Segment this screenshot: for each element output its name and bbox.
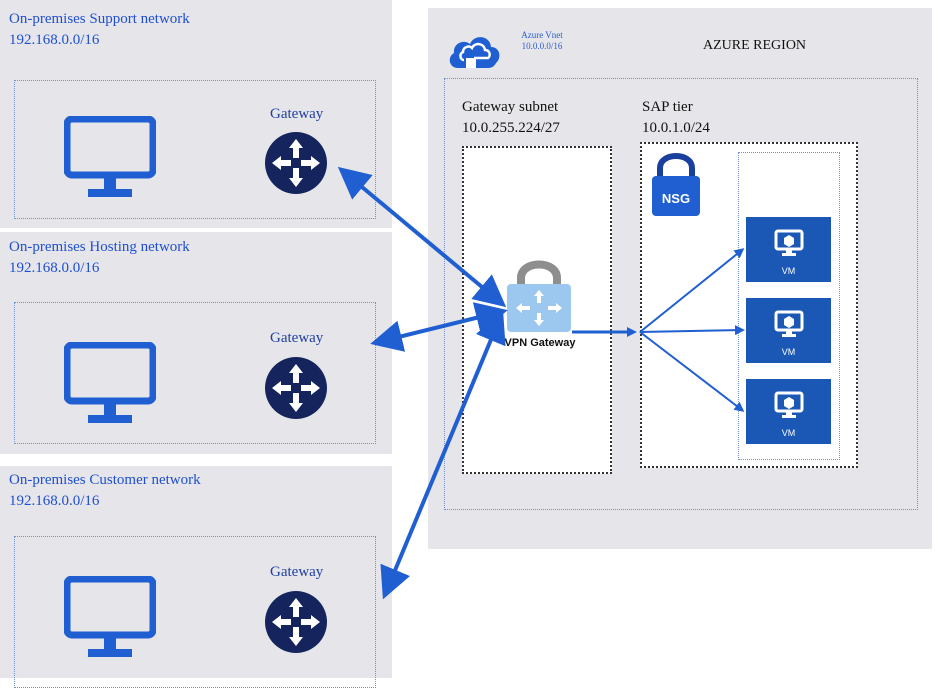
vpn-gateway-label: VPN Gateway: [504, 337, 576, 349]
azure-region-title: AZURE REGION: [703, 38, 807, 53]
vm-tile-3[interactable]: VM: [746, 379, 831, 444]
onprem-support-inner: [14, 80, 376, 219]
router-icon: [265, 132, 327, 194]
vm-label: VM: [781, 428, 796, 438]
nsg-lock-icon: [652, 153, 700, 216]
vm-label: VM: [781, 266, 796, 276]
sap-tier-title: SAP tier: [642, 99, 693, 115]
vm-tile-1[interactable]: VM: [746, 217, 831, 282]
monitor-icon: [64, 116, 156, 197]
onprem-hosting-network: On-premises Hosting network 192.168.0.0/…: [0, 232, 392, 454]
onprem-customer-cidr: 192.168.0.0/16: [9, 493, 100, 509]
sap-tier-cidr: 10.0.1.0/24: [642, 120, 710, 136]
vm-icon: [774, 391, 804, 418]
onprem-customer-network: On-premises Customer network 192.168.0.0…: [0, 466, 392, 688]
router-icon: [265, 591, 327, 653]
azure-cloud-icon: [449, 37, 500, 68]
onprem-hosting-title: On-premises Hosting network: [9, 239, 190, 255]
gateway-subnet-title: Gateway subnet: [462, 99, 559, 115]
monitor-icon: [64, 576, 156, 657]
azure-vnet-name: Azure Vnet: [521, 30, 563, 40]
vpn-gateway-icon: [507, 260, 571, 332]
nsg-label: NSG: [661, 191, 691, 206]
router-icon: [265, 357, 327, 419]
vm-label: VM: [781, 347, 796, 357]
onprem-customer-title: On-premises Customer network: [9, 472, 201, 488]
vm-icon: [774, 310, 804, 337]
vm-icon: [774, 229, 804, 256]
onprem-hosting-inner: [14, 302, 376, 444]
monitor-icon: [64, 342, 156, 423]
onprem-support-title: On-premises Support network: [9, 11, 190, 27]
gateway-subnet-cidr: 10.0.255.224/27: [462, 120, 560, 136]
onprem-support-gateway-label: Gateway: [270, 106, 324, 122]
onprem-hosting-gateway-label: Gateway: [270, 330, 324, 346]
onprem-hosting-cidr: 192.168.0.0/16: [9, 260, 100, 276]
onprem-customer-gateway-label: Gateway: [270, 564, 324, 580]
onprem-support-cidr: 192.168.0.0/16: [9, 32, 100, 48]
onprem-support-network: On-premises Support network 192.168.0.0/…: [0, 0, 392, 228]
vm-tile-2[interactable]: VM: [746, 298, 831, 363]
azure-vnet-cidr: 10.0.0.0/16: [521, 41, 563, 51]
